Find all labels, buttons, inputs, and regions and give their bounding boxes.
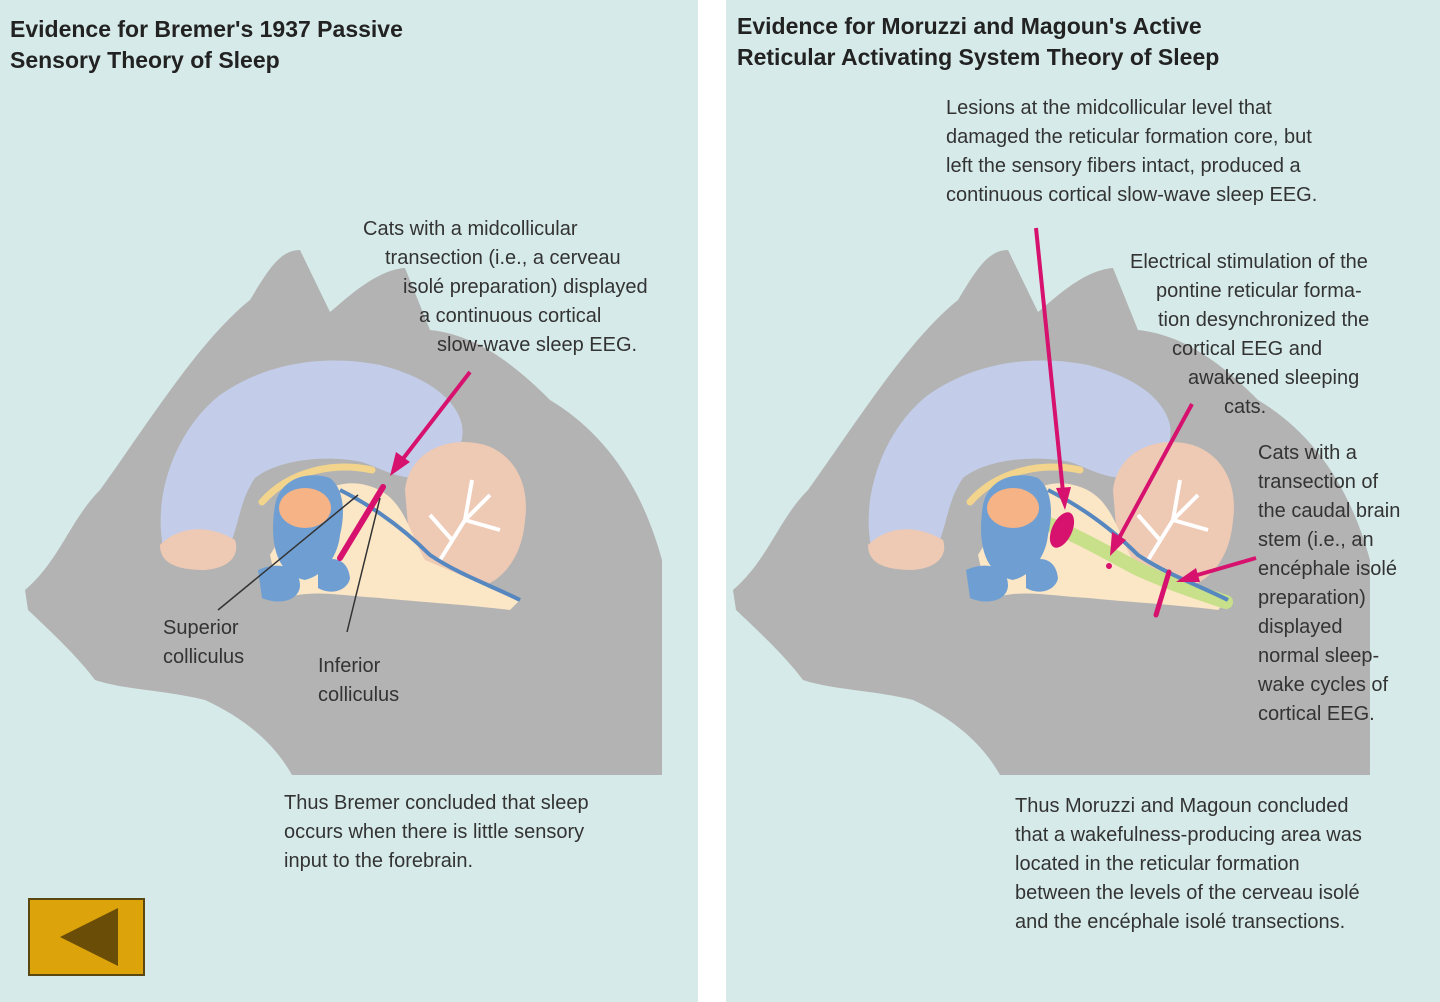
reticular-formation	[1037, 515, 1233, 609]
right-cat-diagram	[733, 227, 1370, 775]
transection-arrowhead	[390, 452, 410, 476]
label-line: Inferior	[318, 655, 381, 677]
caudal-transection	[1153, 569, 1172, 618]
stimulation-arrow	[1116, 403, 1194, 541]
ventricle-lower	[966, 558, 1058, 602]
superior-colliculus-leader	[217, 494, 359, 611]
label-line: colliculus	[318, 684, 400, 706]
annotation-line: tion desynchronized the	[1158, 309, 1370, 331]
annotation-line: Electrical stimulation of the	[1130, 251, 1368, 273]
conclusion-line: occurs when there is little sensory	[284, 821, 585, 843]
conclusion-line: Thus Moruzzi and Magoun concluded	[1015, 795, 1349, 817]
annotation-line: damaged the reticular formation core, bu…	[946, 126, 1312, 148]
annotation-line: wake cycles of	[1258, 674, 1389, 696]
left-title-line: Sensory Theory of Sleep	[10, 47, 280, 73]
left-panel: Evidence for Bremer's 1937 Passive Senso…	[0, 0, 698, 1002]
transection-arrow	[400, 370, 472, 462]
back-button[interactable]	[28, 898, 145, 976]
caudal-annotation: Cats with a transection of the caudal br…	[1258, 439, 1400, 729]
annotation-line: Cats with a	[1258, 442, 1357, 464]
left-title: Evidence for Bremer's 1937 Passive Senso…	[10, 14, 403, 76]
cerebellum-arbor	[1136, 479, 1209, 562]
inferior-colliculus-label: Inferior colliculus	[318, 652, 399, 710]
stimulation-arrowhead	[1110, 532, 1126, 556]
caudal-arrow	[1193, 556, 1257, 578]
annotation-line: transection (i.e., a cerveau	[385, 247, 621, 269]
annotation-line: the caudal brain	[1258, 500, 1401, 522]
lesion-annotation: Lesions at the midcollicular level that …	[946, 94, 1317, 210]
ventricle-lower	[258, 558, 350, 602]
right-conclusion: Thus Moruzzi and Magoun concluded that a…	[1015, 792, 1362, 937]
annotation-line: cortical EEG and	[1172, 338, 1323, 360]
cerebrum	[160, 360, 463, 555]
stimulation-point	[1106, 563, 1112, 569]
lesion-arrow	[1034, 227, 1065, 493]
right-title: Evidence for Moruzzi and Magoun's Active…	[737, 11, 1219, 73]
superior-colliculus-label: Superior colliculus	[163, 614, 244, 672]
annotation-line: pontine reticular forma-	[1156, 280, 1362, 302]
midcollicular-lesion	[1049, 512, 1075, 548]
right-panel: Evidence for Moruzzi and Magoun's Active…	[726, 0, 1440, 1002]
right-title-line: Reticular Activating System Theory of Sl…	[737, 44, 1220, 70]
conclusion-line: input to the forebrain.	[284, 850, 474, 872]
label-line: Superior	[163, 617, 239, 639]
label-line: colliculus	[163, 646, 245, 668]
annotation-line: isolé preparation) displayed	[403, 276, 648, 298]
annotation-line: left the sensory fibers intact, produced…	[946, 155, 1301, 177]
annotation-line: cats.	[1224, 396, 1267, 418]
olfactory-bulb	[160, 529, 237, 570]
left-conclusion: Thus Bremer concluded that sleep occurs …	[284, 789, 589, 876]
annotation-line: stem (i.e., an	[1258, 529, 1374, 551]
right-title-line: Evidence for Moruzzi and Magoun's Active	[737, 13, 1202, 39]
midcollicular-transection	[337, 484, 386, 561]
annotation-line: preparation)	[1258, 587, 1366, 609]
annotation-line: Cats with a midcollicular	[363, 218, 578, 240]
annotation-line: normal sleep-	[1258, 645, 1380, 667]
cerebral-aqueduct	[1047, 488, 1229, 602]
stimulation-annotation: Electrical stimulation of the pontine re…	[1130, 248, 1369, 422]
cerebellum-arbor	[428, 479, 501, 562]
annotation-line: transection of	[1258, 471, 1379, 493]
thalamus	[279, 488, 331, 528]
corpus-callosum	[966, 463, 1084, 506]
annotation-line: continuous cortical slow-wave sleep EEG.	[946, 184, 1318, 206]
conclusion-line: located in the reticular formation	[1015, 853, 1300, 875]
annotation-line: a continuous cortical	[419, 305, 602, 327]
cerebrum	[868, 360, 1171, 555]
cerebral-aqueduct	[339, 488, 521, 602]
corpus-callosum	[258, 463, 376, 506]
lesion-arrowhead	[1056, 487, 1071, 510]
conclusion-line: and the encéphale isolé transections.	[1015, 911, 1346, 933]
annotation-line: slow-wave sleep EEG.	[437, 334, 638, 356]
annotation-line: Lesions at the midcollicular level that	[946, 97, 1272, 119]
conclusion-line: that a wakefulness-producing area was	[1015, 824, 1362, 846]
annotation-line: awakened sleeping	[1188, 367, 1360, 389]
left-title-line: Evidence for Bremer's 1937 Passive	[10, 16, 403, 42]
left-cat-diagram	[25, 250, 662, 775]
inferior-colliculus-leader	[346, 497, 381, 633]
annotation-line: displayed	[1258, 616, 1343, 638]
left-triangle-icon	[60, 908, 118, 966]
caudal-arrowhead	[1176, 568, 1200, 582]
annotation-line: encéphale isolé	[1258, 558, 1397, 580]
transection-annotation: Cats with a midcollicular transection (i…	[363, 215, 648, 360]
thalamus	[987, 488, 1039, 528]
annotation-line: cortical EEG.	[1258, 703, 1375, 725]
olfactory-bulb	[868, 529, 945, 570]
conclusion-line: between the levels of the cerveau isolé	[1015, 882, 1360, 904]
conclusion-line: Thus Bremer concluded that sleep	[284, 792, 589, 814]
